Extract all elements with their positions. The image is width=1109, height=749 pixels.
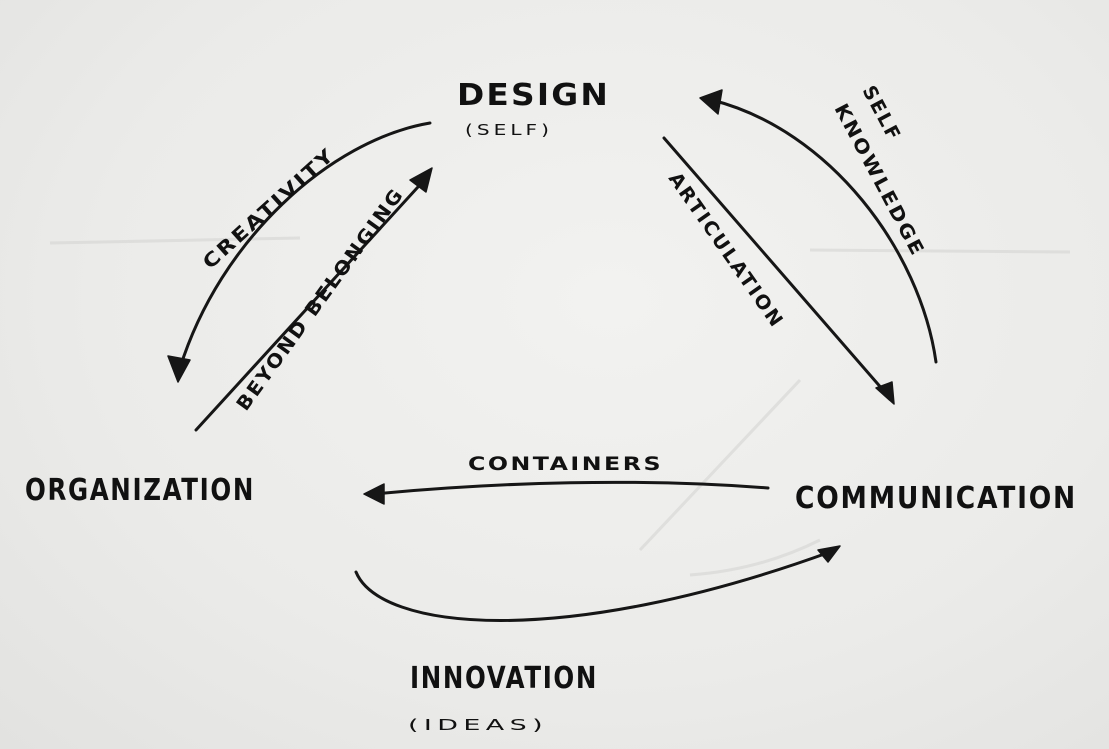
arrows bbox=[167, 89, 938, 622]
innovation-arrow bbox=[354, 545, 841, 622]
node-innovation-subtitle: (IDEAS) bbox=[408, 716, 548, 734]
edge-labels: CREATIVITY BEYOND BELONGING ARTICULATION… bbox=[199, 82, 929, 475]
node-design: DESIGN bbox=[457, 78, 610, 113]
beyond-belonging-arrow bbox=[194, 167, 433, 432]
creativity-arrow bbox=[167, 121, 432, 383]
containers-arrow bbox=[363, 480, 770, 505]
edge-label-articulation: ARTICULATION bbox=[664, 168, 788, 332]
bleed-through bbox=[49, 236, 1071, 577]
node-communication: COMMUNICATION bbox=[795, 481, 1077, 516]
edge-label-containers: CONTAINERS bbox=[468, 453, 663, 475]
node-innovation: INNOVATION bbox=[410, 661, 598, 696]
articulation-arrow bbox=[662, 136, 895, 405]
edge-label-creativity: CREATIVITY bbox=[199, 144, 340, 274]
node-labels: DESIGN (SELF) ORGANIZATION COMMUNICATION… bbox=[25, 78, 1077, 734]
node-design-subtitle: (SELF) bbox=[465, 121, 553, 139]
self-knowledge-arrow bbox=[699, 89, 938, 364]
node-organization: ORGANIZATION bbox=[25, 473, 255, 508]
